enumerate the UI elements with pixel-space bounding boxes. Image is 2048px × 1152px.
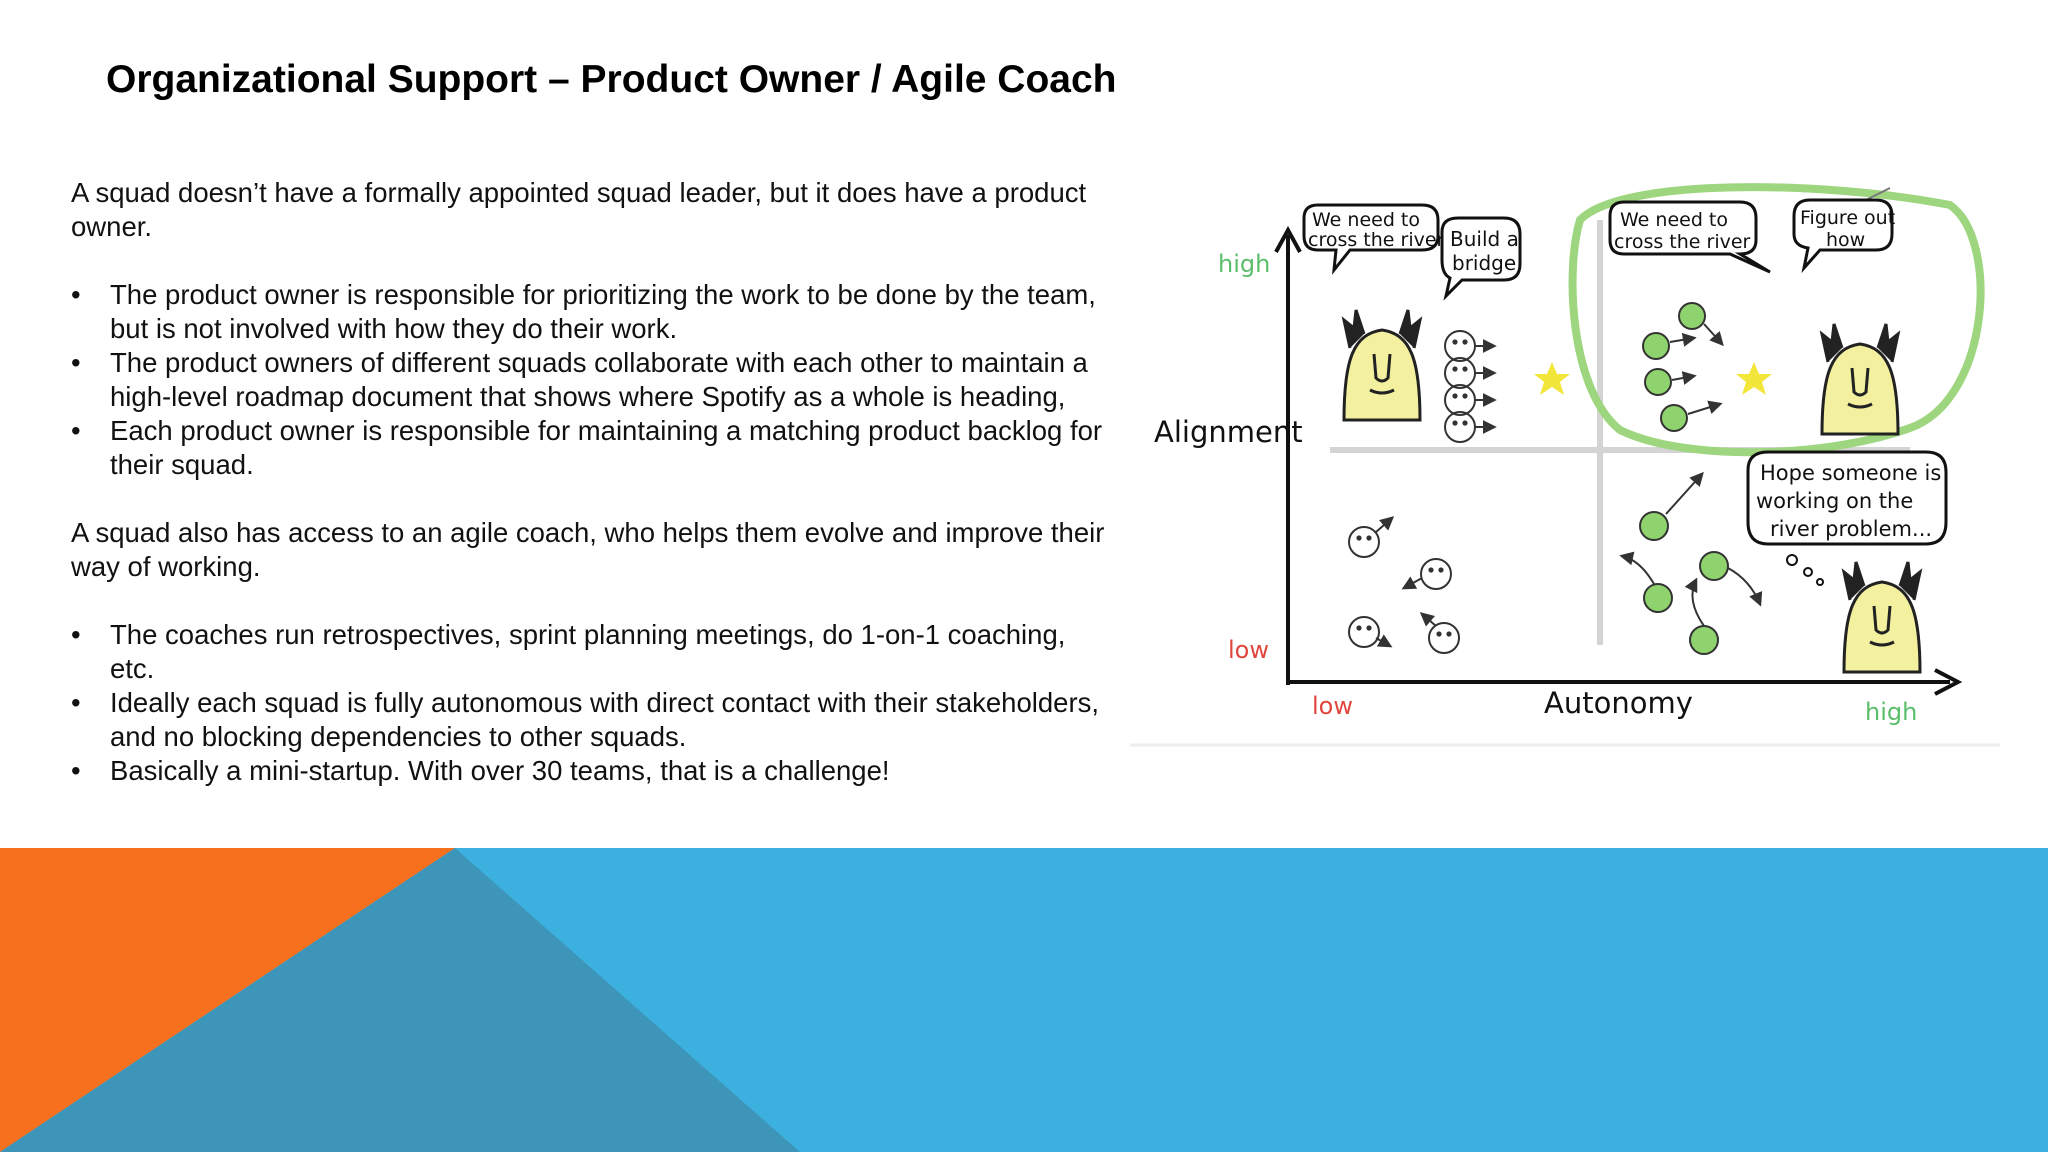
- bullet-item: • The product owners of different squads …: [71, 346, 1111, 414]
- goal-star-icon: [1534, 362, 1570, 395]
- success-quadrant-highlight: [1568, 183, 1985, 457]
- y-axis-arrow: [1274, 225, 1302, 253]
- footer-dark-blue-shape: [0, 848, 800, 1152]
- bullet-marker: •: [71, 755, 81, 786]
- squad-faces-unaligned-high-autonomy: [1619, 471, 1763, 655]
- bullet-marker: •: [71, 619, 81, 650]
- footer-shapes: [0, 848, 2048, 1152]
- x-low-label: low: [1312, 692, 1353, 720]
- paragraph-agile-coach: A squad also has access to an agile coac…: [71, 517, 1105, 582]
- squad-faces-aligned-high-autonomy: [1642, 302, 1724, 432]
- speech-bubble-text: how: [1826, 229, 1865, 251]
- bullet-item: • Ideally each squad is fully autonomous …: [71, 686, 1111, 754]
- goal-star-icon: [1736, 362, 1772, 395]
- bullet-text: The coaches run retrospectives, sprint p…: [110, 619, 1066, 684]
- bullet-marker: •: [71, 415, 81, 446]
- paragraph-product-owner: A squad doesn’t have a formally appointe…: [71, 177, 1087, 242]
- y-high-label: high: [1218, 250, 1270, 278]
- alignment-autonomy-figure: Alignment Autonomy high low low high We …: [1120, 160, 2012, 755]
- speech-bubble-top-right: We need to cross the river: [1608, 200, 1771, 274]
- alignment-autonomy-sketch: Alignment Autonomy high low low high We …: [1130, 183, 2000, 747]
- bullet-text: Ideally each squad is fully autonomous w…: [110, 687, 1099, 752]
- speech-bubble-text: Build a: [1450, 227, 1519, 251]
- speech-bubble-text: cross the river: [1308, 229, 1445, 251]
- slide-body: A squad doesn’t have a formally appointe…: [71, 176, 1111, 788]
- bullet-item: • The product owner is responsible for pr…: [71, 278, 1111, 346]
- bullet-item: • Basically a mini-startup. With over 30 …: [71, 754, 1111, 788]
- spacer: [71, 244, 1111, 278]
- bullet-text: Each product owner is responsible for ma…: [110, 415, 1103, 480]
- spacer: [71, 584, 1111, 618]
- thought-bubble: Hope someone is working on the river pro…: [1746, 450, 1948, 586]
- x-axis-arrow: [1934, 668, 1963, 696]
- bullet-text: The product owner is responsible for pri…: [110, 279, 1096, 344]
- speech-bubble-text: cross the river: [1614, 231, 1751, 253]
- bullet-marker: •: [71, 347, 81, 378]
- product-owner-figure: [1342, 308, 1422, 422]
- thought-bubble-text: working on the: [1756, 489, 1913, 513]
- speech-bubble-build-bridge: Build a bridge: [1440, 216, 1522, 301]
- thought-bubble-text: Hope someone is: [1760, 461, 1941, 485]
- bullet-text: The product owners of different squads c…: [110, 347, 1088, 412]
- bullet-item: • The coaches run retrospectives, sprint …: [71, 618, 1111, 686]
- speech-bubble-text: We need to: [1312, 209, 1420, 231]
- bullet-list-agile-coach: • The coaches run retrospectives, sprint …: [71, 618, 1111, 788]
- product-owner-figure: [1842, 560, 1922, 674]
- speech-bubble-text: Figure out: [1800, 207, 1895, 229]
- bullet-list-product-owner: • The product owner is responsible for pr…: [71, 278, 1111, 482]
- bullet-item: • Each product owner is responsible for m…: [71, 414, 1111, 482]
- bullet-text: Basically a mini-startup. With over 30 t…: [110, 755, 890, 786]
- thought-bubble-text: river problem...: [1770, 517, 1932, 541]
- bullet-marker: •: [71, 279, 81, 310]
- slide-title: Organizational Support – Product Owner /…: [106, 58, 1117, 101]
- speech-bubble-figure-out: Figure out how: [1792, 198, 1895, 274]
- bullet-marker: •: [71, 687, 81, 718]
- x-axis-label: Autonomy: [1544, 686, 1693, 720]
- squad-faces-aligned-low-autonomy: [1444, 330, 1497, 443]
- speech-bubble-top-left: We need to cross the river: [1302, 203, 1445, 275]
- spacer: [71, 482, 1111, 516]
- speech-bubble-text: bridge: [1452, 251, 1516, 275]
- speech-bubble-text: We need to: [1620, 209, 1728, 231]
- decorative-footer-band: [0, 848, 2048, 1152]
- x-high-label: high: [1865, 698, 1917, 726]
- squad-faces-unaligned-low-autonomy: [1348, 516, 1460, 654]
- y-axis-label: Alignment: [1154, 415, 1303, 449]
- pen-mark: [1865, 187, 1891, 201]
- y-low-label: low: [1228, 636, 1269, 664]
- product-owner-figure: [1820, 322, 1900, 436]
